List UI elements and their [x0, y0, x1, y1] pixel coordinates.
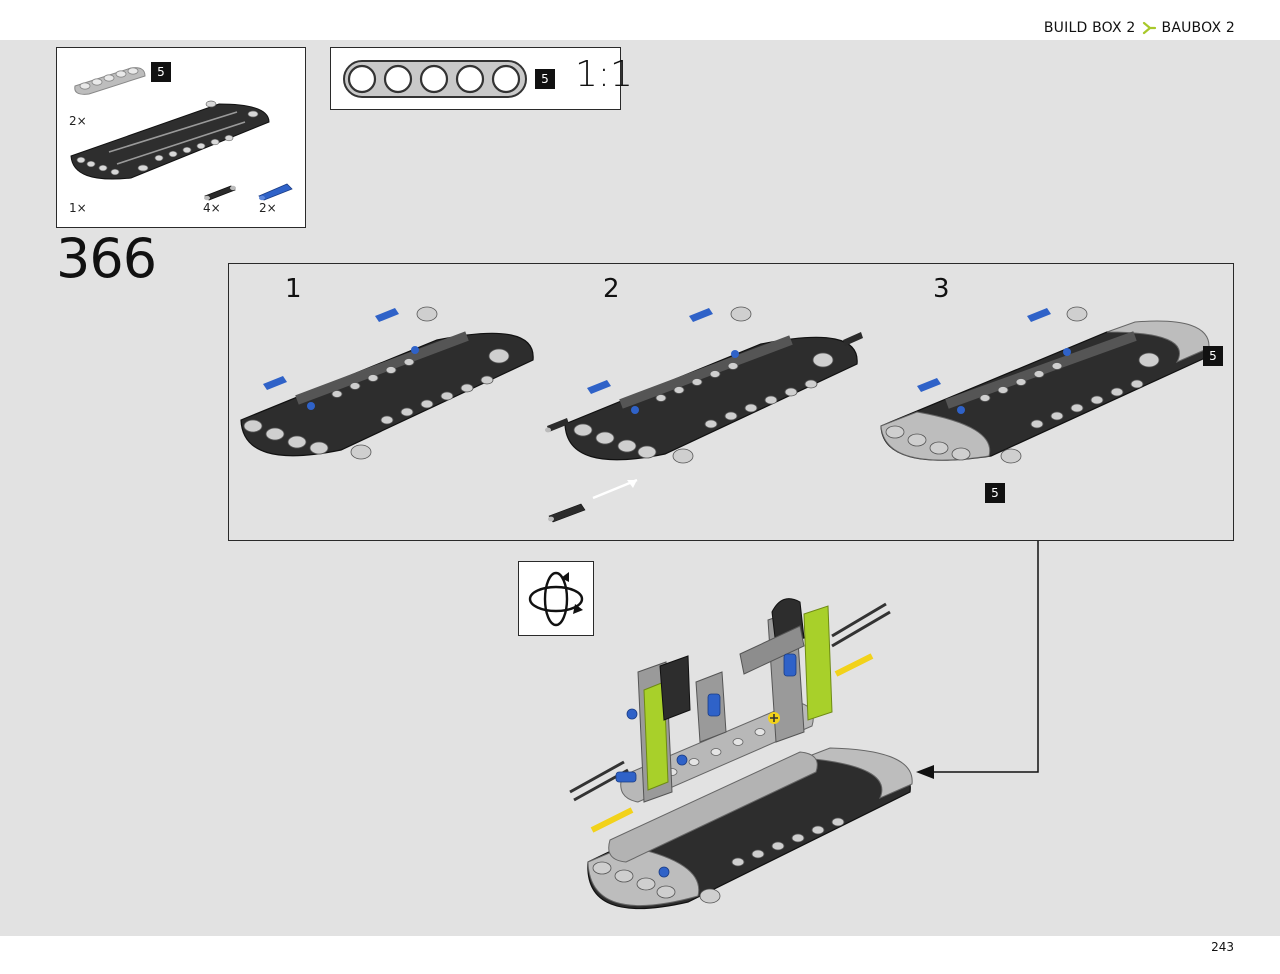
instruction-page: 5 2× 1× 4× 2× — [0, 40, 1280, 936]
qty-gray-beam: 2× — [69, 114, 87, 128]
chevron-right-icon — [1142, 21, 1156, 35]
assembled-model — [569, 598, 913, 910]
substep-1-label: 1 — [285, 274, 302, 304]
step-number: 366 — [56, 227, 157, 290]
substep-panel: 1 2 — [228, 263, 1234, 541]
scale-reference: 5 1:1 — [330, 47, 633, 110]
scale-label: 1:1 — [575, 54, 633, 95]
qty-black-frame: 1× — [69, 201, 87, 215]
qty-blue-pin: 2× — [259, 201, 277, 215]
substep-2-model — [545, 306, 863, 523]
rotate-model-box — [518, 561, 594, 636]
breadcrumb: BUILD BOX 2 BAUBOX 2 — [1044, 20, 1235, 36]
breadcrumb-baubox: BAUBOX 2 — [1161, 20, 1235, 36]
callout-connector — [916, 541, 1039, 779]
substep-1-model — [240, 306, 534, 460]
page-number: 243 — [1211, 940, 1234, 954]
quantity-badge: 5 — [151, 62, 171, 82]
substep-3-badge-right: 5 — [1203, 346, 1223, 366]
substep-3-badge-left: 5 — [985, 483, 1005, 503]
page-footer: 243 — [0, 936, 1280, 974]
qty-black-pin: 4× — [203, 201, 221, 215]
scale-badge: 5 — [535, 69, 555, 89]
blue-pin-part — [258, 183, 293, 201]
page-header: BUILD BOX 2 BAUBOX 2 — [0, 0, 1280, 40]
black-pin-part — [204, 185, 236, 201]
substep-3-label: 3 — [933, 274, 950, 304]
black-frame-part — [70, 100, 270, 180]
beam-scale-outline — [343, 60, 527, 98]
parts-list: 5 2× 1× 4× 2× — [56, 47, 306, 228]
gray-beam-part — [74, 67, 146, 95]
rotate-model-icon — [528, 571, 584, 627]
breadcrumb-build-box: BUILD BOX 2 — [1043, 20, 1136, 36]
substep-2-label: 2 — [603, 274, 620, 304]
